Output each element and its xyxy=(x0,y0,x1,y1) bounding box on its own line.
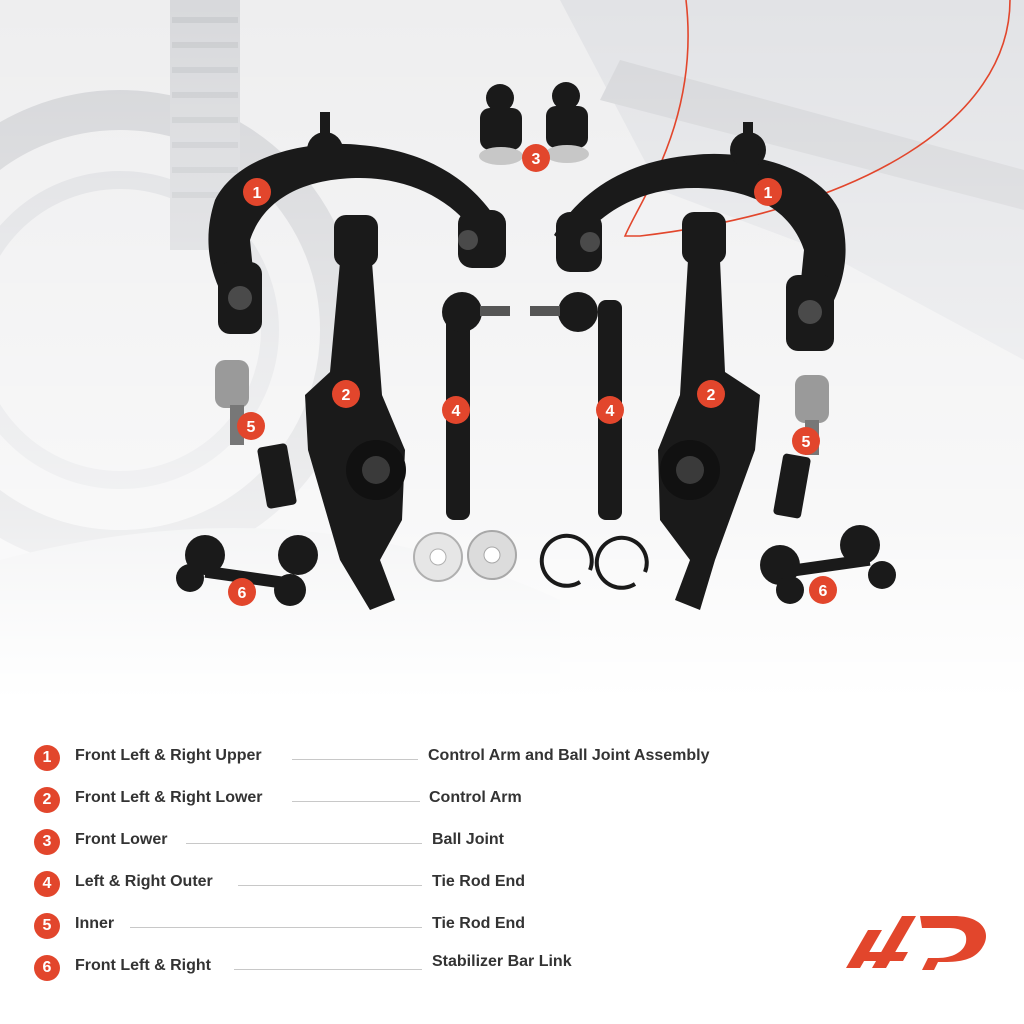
svg-text:4: 4 xyxy=(606,403,615,420)
lower-control-arm-left xyxy=(305,215,406,610)
parts-legend: 1 Front Left & Right Upper Control Arm a… xyxy=(0,735,1024,1015)
svg-text:2: 2 xyxy=(342,387,351,404)
legend-badge: 5 xyxy=(34,913,60,939)
leader-line xyxy=(238,885,422,886)
legend-badge: 3 xyxy=(34,829,60,855)
legend-left-label: Front Left & Right Upper xyxy=(75,747,262,764)
callout-1-right: 1 xyxy=(754,178,782,206)
legend-right-label: Stabilizer Bar Link xyxy=(432,953,572,970)
svg-text:5: 5 xyxy=(247,419,256,436)
callout-1-left: 1 xyxy=(243,178,271,206)
callout-6-left: 6 xyxy=(228,578,256,606)
callout-6-right: 6 xyxy=(809,576,837,604)
legend-row-4: 4 Left & Right Outer Tie Rod End xyxy=(34,871,794,903)
callout-2-right: 2 xyxy=(697,380,725,408)
leader-line xyxy=(186,843,422,844)
legend-badge: 2 xyxy=(34,787,60,813)
legend-row-2: 2 Front Left & Right Lower Control Arm xyxy=(34,787,794,819)
legend-row-5: 5 Inner Tie Rod End xyxy=(34,913,794,945)
legend-badge: 4 xyxy=(34,871,60,897)
lower-control-arm-right xyxy=(658,212,760,610)
leader-line xyxy=(292,801,420,802)
callout-2-left: 2 xyxy=(332,380,360,408)
inner-tie-rod-ends xyxy=(215,360,829,519)
washers-and-snap-rings xyxy=(413,530,649,590)
legend-right-label: Tie Rod End xyxy=(432,915,526,932)
leader-line xyxy=(234,969,422,970)
callout-4-left: 4 xyxy=(442,396,470,424)
legend-row-3: 3 Front Lower Ball Joint xyxy=(34,829,794,861)
callout-badges: 1 3 1 2 4 4 2 5 5 6 6 xyxy=(228,144,837,606)
legend-right-label: Tie Rod End xyxy=(432,873,526,890)
legend-right-label: Control Arm and Ball Joint Assembly xyxy=(428,747,710,764)
legend-left-label: Front Lower xyxy=(75,831,168,848)
callout-5-left: 5 xyxy=(237,412,265,440)
product-photo: 1 3 1 2 4 4 2 5 5 6 6 xyxy=(0,0,1024,700)
ap-logo-icon xyxy=(846,916,987,970)
legend-left-label: Left & Right Outer xyxy=(75,873,213,890)
legend-right-label: Control Arm xyxy=(429,789,522,806)
legend-row-1: 1 Front Left & Right Upper Control Arm a… xyxy=(34,745,794,777)
leader-line xyxy=(130,927,422,928)
legend-badge: 6 xyxy=(34,955,60,981)
svg-text:6: 6 xyxy=(238,585,247,602)
upper-control-arm-left xyxy=(208,112,506,334)
callout-5-right: 5 xyxy=(792,427,820,455)
stabilizer-bar-links xyxy=(176,525,896,606)
legend-left-label: Inner xyxy=(75,915,115,932)
svg-text:5: 5 xyxy=(802,434,811,451)
legend-left-label: Front Left & Right Lower xyxy=(75,789,263,806)
legend-row-6: 6 Front Left & Right Stabilizer Bar Link xyxy=(34,953,794,987)
callout-4-right: 4 xyxy=(596,396,624,424)
svg-text:1: 1 xyxy=(253,185,262,202)
callout-3: 3 xyxy=(522,144,550,172)
svg-text:3: 3 xyxy=(532,151,541,168)
legend-badge: 1 xyxy=(34,745,60,771)
ball-joints xyxy=(479,82,589,165)
svg-text:4: 4 xyxy=(452,403,461,420)
svg-text:1: 1 xyxy=(764,185,773,202)
svg-text:2: 2 xyxy=(707,387,716,404)
legend-left-label: Front Left & Right xyxy=(75,957,211,974)
svg-text:6: 6 xyxy=(819,583,828,600)
legend-right-label: Ball Joint xyxy=(432,831,505,848)
leader-line xyxy=(292,759,418,760)
